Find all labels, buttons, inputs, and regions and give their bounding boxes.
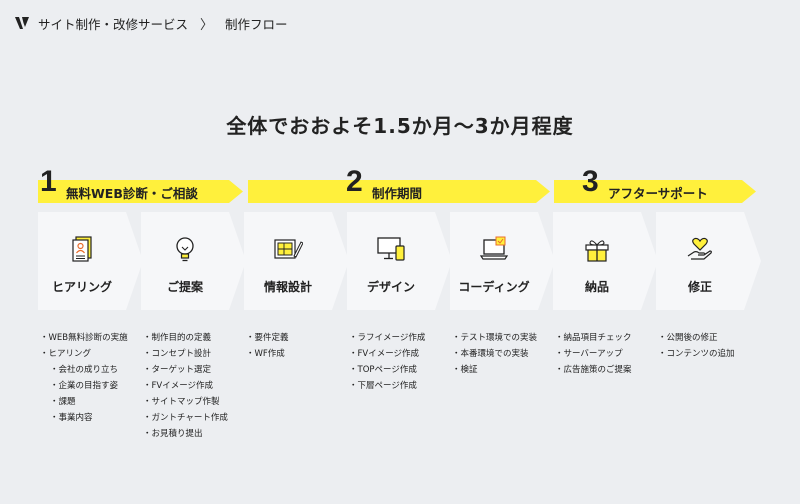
step-label: コーディング [458, 280, 530, 294]
list-item: ・お見積り提出 [143, 429, 203, 439]
phase-2: 2 制作期間 [248, 165, 550, 205]
list-item: ・広告施策のご提案 [555, 365, 632, 375]
list-item: ・ヒアリング [40, 349, 92, 359]
phase-title: 無料WEB診断・ご相談 [66, 186, 198, 201]
step-revision: 修正 [656, 212, 761, 310]
task-list-hearing: ・WEB無料診断の実施 ・ヒアリング ・会社の成り立ち ・企業の目指す姿 ・課題… [40, 330, 128, 426]
list-item: ・要件定義 [246, 333, 289, 343]
step-proposal: ご提案 [141, 212, 246, 310]
list-item: ・企業の目指す姿 [50, 381, 119, 391]
phase-3: 3 アフターサポート [554, 165, 756, 205]
list-item: ・検証 [452, 365, 478, 375]
step-label: デザイン [366, 280, 415, 294]
laptop-code-icon [479, 236, 509, 260]
list-item: ・コンテンツの追加 [658, 349, 735, 359]
list-item: ・WEB無料診断の実施 [40, 333, 128, 343]
phase-number: 1 [40, 165, 57, 198]
list-item: ・下層ページ作成 [349, 381, 417, 391]
list-item: ・FVイメージ作成 [143, 381, 214, 391]
task-list-design: ・ラフイメージ作成 ・FVイメージ作成 ・TOPページ作成 ・下層ページ作成 [349, 330, 425, 394]
phase-band [248, 180, 550, 203]
list-item: ・コンセプト設計 [143, 349, 212, 359]
breadcrumb: サイト制作・改修サービス 〉 制作フロー [14, 12, 288, 34]
list-item: ・サーバーアップ [555, 349, 623, 359]
list-item: ・ターゲット選定 [143, 365, 212, 375]
monitor-phone-icon [377, 237, 405, 261]
step-delivery: 納品 [553, 212, 658, 310]
list-item: ・事業内容 [50, 413, 93, 423]
task-list-revision: ・公開後の修正 ・コンテンツの追加 [658, 330, 735, 362]
list-item: ・本番環境での実装 [452, 349, 529, 359]
list-item: ・TOPページ作成 [349, 365, 417, 375]
step-label: 修正 [687, 280, 712, 294]
breadcrumb-separator: 〉 [200, 17, 214, 33]
list-item: ・会社の成り立ち [50, 365, 119, 375]
phase-band [554, 180, 756, 203]
phase-1: 1 無料WEB診断・ご相談 [38, 165, 243, 205]
task-list-proposal: ・制作目的の定義 ・コンセプト設計 ・ターゲット選定 ・FVイメージ作成 ・サイ… [143, 330, 228, 442]
phase-number: 3 [582, 165, 599, 198]
phase-title: アフターサポート [608, 186, 708, 201]
page-title: 全体でおおよそ1.5か月〜3か月程度 [226, 114, 574, 138]
phase-number: 2 [346, 165, 363, 198]
breadcrumb-service[interactable]: サイト制作・改修サービス [38, 16, 189, 32]
step-coding: コーディング [450, 212, 555, 310]
phase-band [38, 180, 243, 203]
task-list-information-design: ・要件定義 ・WF作成 [246, 330, 289, 362]
task-list-delivery: ・納品項目チェック ・サーバーアップ ・広告施策のご提案 [555, 330, 632, 378]
lightbulb-icon [176, 237, 194, 262]
list-item: ・公開後の修正 [658, 333, 718, 343]
step-label: ご提案 [166, 280, 203, 294]
step-label: 納品 [584, 280, 609, 294]
breadcrumb-current: 制作フロー [225, 16, 288, 32]
list-item: ・WF作成 [246, 349, 285, 359]
step-information-design: 情報設計 [244, 212, 349, 310]
phase-title: 制作期間 [372, 186, 423, 201]
list-item: ・ラフイメージ作成 [349, 333, 426, 343]
step-hearing: ヒアリング [38, 212, 143, 310]
step-design: デザイン [347, 212, 452, 310]
list-item: ・ガントチャート作成 [143, 413, 228, 423]
list-item: ・制作目的の定義 [143, 333, 212, 343]
list-item: ・FVイメージ作成 [349, 349, 420, 359]
list-item: ・納品項目チェック [555, 333, 632, 343]
document-person-icon [72, 236, 92, 262]
heart-hand-icon [687, 237, 712, 260]
list-item: ・テスト環境での実装 [452, 333, 538, 343]
gift-icon [585, 240, 609, 262]
task-list-coding: ・テスト環境での実装 ・本番環境での実装 ・検証 [452, 330, 537, 378]
step-label: 情報設計 [263, 280, 312, 294]
brand-logo-icon [15, 17, 29, 29]
list-item: ・課題 [50, 397, 76, 407]
step-label: ヒアリング [51, 280, 112, 294]
blueprint-pencil-icon [274, 239, 303, 259]
list-item: ・サイトマップ作製 [143, 397, 220, 407]
